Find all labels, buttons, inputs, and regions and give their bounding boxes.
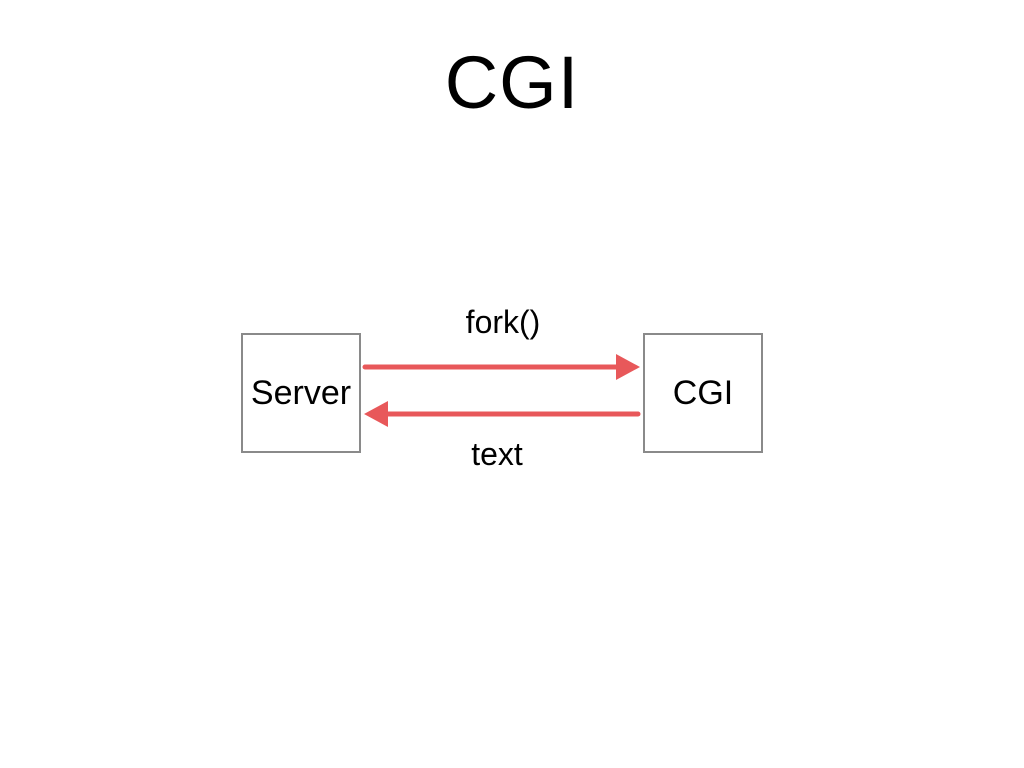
- text-edge-label: text: [471, 436, 523, 472]
- fork-edge-label: fork(): [465, 304, 541, 340]
- server-node: Server: [241, 333, 361, 453]
- cgi-node: CGI: [643, 333, 763, 453]
- slide-title: CGI: [444, 41, 580, 124]
- fork-arrow: [362, 354, 640, 380]
- server-node-label: Server: [250, 373, 352, 412]
- text-arrow: [364, 401, 641, 427]
- cgi-node-label: CGI: [672, 373, 734, 412]
